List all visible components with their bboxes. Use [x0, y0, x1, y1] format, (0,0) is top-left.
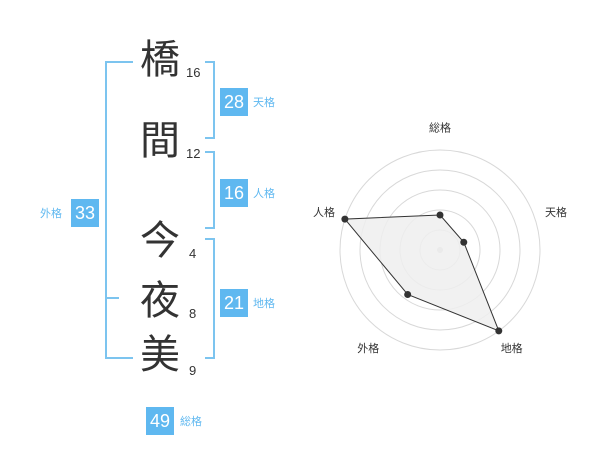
radar-axis-label: 外格: [357, 341, 379, 355]
radar-point: [436, 211, 444, 219]
jinkaku-value: 16: [220, 179, 248, 207]
gaikaku-value: 33: [71, 199, 99, 227]
name-char-5: 美: [140, 332, 180, 378]
radar-point: [404, 290, 412, 298]
chikaku-label: 地格: [253, 297, 275, 310]
radar-axis-label: 総格: [429, 121, 451, 135]
soukaku-value: 49: [146, 407, 174, 435]
name-char-4: 夜: [140, 278, 180, 324]
gaikaku-divider: [105, 297, 119, 299]
name-char-3: 今: [140, 218, 180, 264]
jinkaku-label: 人格: [253, 187, 275, 200]
radar-axis-label: 人格: [313, 205, 335, 219]
jinkaku-bracket: [205, 151, 215, 229]
gaikaku-bracket: [105, 61, 133, 359]
tenkaku-label: 天格: [253, 96, 275, 109]
radar-axis-label: 地格: [501, 341, 523, 355]
chikaku-value: 21: [220, 289, 248, 317]
tenkaku-bracket: [205, 61, 215, 139]
radar-ring: [359, 169, 521, 331]
radar-shape: [343, 214, 500, 332]
radar-point: [460, 238, 468, 246]
stroke-count-5: 9: [189, 363, 197, 378]
radar-grid: [339, 149, 541, 351]
name-char-1: 橋: [140, 37, 180, 83]
radar-center: [437, 247, 443, 253]
gaikaku-label: 外格: [40, 207, 62, 220]
radar-ring: [419, 229, 461, 271]
chikaku-bracket: [205, 238, 215, 359]
stroke-count-1: 16: [186, 65, 201, 80]
soukaku-label: 総格: [180, 415, 202, 428]
stroke-count-4: 8: [189, 306, 197, 321]
stroke-count-2: 12: [186, 146, 201, 161]
radar-ring: [339, 149, 541, 351]
stroke-count-3: 4: [189, 246, 197, 261]
tenkaku-value: 28: [220, 88, 248, 116]
radar-ring: [399, 209, 481, 291]
radar-points: [341, 211, 503, 335]
radar-ring: [379, 189, 501, 311]
name-char-2: 間: [140, 118, 180, 164]
radar-point: [341, 215, 349, 223]
radar-point: [495, 327, 503, 335]
radar-axis-label: 天格: [545, 205, 567, 219]
